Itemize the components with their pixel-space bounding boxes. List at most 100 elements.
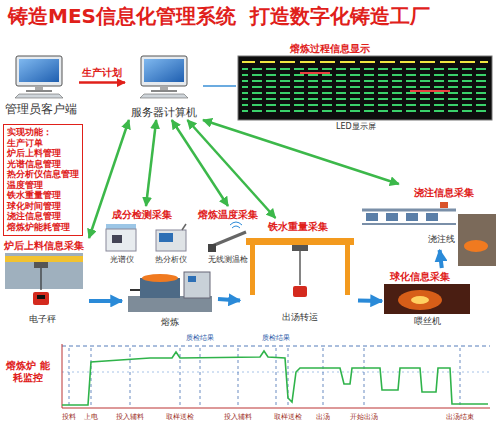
computer-label: 服务器计算机 (131, 106, 197, 119)
temperature-gun-icon (230, 222, 242, 225)
charging-crane (40, 268, 41, 290)
wire-feeder-photo (384, 284, 470, 314)
pouring-line (440, 202, 448, 208)
page-title: 铸造MES信息化管理系统 打造数字化铸造工厂 (8, 4, 430, 28)
wire-feeder-photo (384, 284, 470, 314)
list-item: 热分析仪信息管理 (7, 169, 79, 180)
temperature-gun-icon (208, 244, 216, 252)
furnace-node: 熔炼 (122, 268, 218, 330)
equipment-label: 出汤转运 (282, 312, 318, 323)
computer-icon (16, 56, 62, 86)
energy-chart (364, 348, 365, 407)
equipment-label: 热分析仪 (155, 255, 187, 265)
screen-label: LED显示屏 (336, 122, 376, 132)
event-label: 投入辅料 (116, 413, 144, 421)
thermal-analyzer-icon (182, 224, 186, 230)
charging-crane (5, 253, 83, 289)
pouring-line (366, 213, 378, 221)
led-screen (238, 56, 492, 120)
tapping-crane (246, 238, 354, 297)
data-arrow (89, 120, 129, 238)
thermal-analyzer-icon (156, 230, 186, 251)
instrument-node: 无线测温枪 (200, 222, 256, 266)
list-item: 球化时间管理 (7, 201, 79, 212)
flow-arrow (218, 299, 240, 301)
list-item: 浇注信息管理 (7, 211, 79, 222)
instrument-node: 热分析仪 (148, 222, 194, 266)
data-arrow (146, 120, 156, 206)
energy-chart (62, 344, 63, 408)
edge-label: 生产计划 (82, 67, 122, 79)
temperature-gun-icon (212, 232, 246, 246)
flow-arrow (440, 250, 442, 268)
station-group: 炉后上料信息采集电子秤 (3, 238, 89, 328)
tapping-crane (292, 245, 308, 251)
flow-arrow (89, 299, 122, 303)
energy-chart (130, 348, 131, 407)
pouring-line (362, 209, 456, 212)
furnace (188, 276, 196, 282)
computer-icon (19, 59, 59, 82)
list-item: 生产订单 (7, 138, 79, 149)
station-heading: 球化信息采集 (390, 271, 450, 283)
spectrometer-icon (112, 235, 122, 243)
energy-chart (62, 346, 490, 347)
computer-icon (140, 94, 188, 98)
list-item: 温度管理 (7, 180, 79, 191)
station-group: 浇注信息采集浇注线 (358, 184, 494, 250)
energy-chart (69, 348, 460, 407)
event-label: 上电 (84, 413, 98, 421)
computer-node: 服务器计算机 (125, 52, 203, 120)
station-group: 铁水重量采集出汤转运 (240, 218, 358, 328)
spectrometer-icon (106, 229, 136, 251)
temperature-gun-icon (208, 222, 246, 252)
tapping-crane (246, 238, 354, 245)
event-label: 质检结果 (262, 334, 290, 342)
tapping-crane (345, 245, 350, 295)
computer-icon (141, 56, 187, 86)
temperature-gun-icon (232, 226, 240, 228)
furnace (128, 272, 212, 312)
pouring-line (406, 213, 418, 221)
led-screen (410, 90, 450, 92)
station-heading: 成分检测采集 (112, 209, 172, 221)
event-label: 质检结果 (186, 334, 214, 342)
computer-icon (26, 90, 52, 92)
station-group: 球化信息采集喂丝机 (382, 268, 474, 328)
event-label: 取样送检 (274, 413, 302, 421)
charging-crane (5, 253, 83, 305)
event-label: 出汤 (316, 413, 330, 421)
thermal-analyzer-icon (159, 233, 173, 242)
chart-title: 熔炼炉 能耗监控 (4, 360, 52, 384)
thermal-analyzer-icon (156, 224, 186, 251)
computer-icon (15, 94, 63, 98)
event-label: 取样送检 (166, 413, 194, 421)
tapping-crane (293, 286, 307, 297)
energy-chart (62, 351, 488, 405)
event-label: 投料 (62, 413, 76, 421)
computer-icon (35, 86, 43, 90)
computer-node: 管理员客户端 (3, 52, 79, 120)
charging-crane (37, 295, 45, 299)
list-item: 熔炼炉能耗管理 (7, 222, 79, 233)
energy-chart (200, 348, 201, 407)
event-label: 开始出汤 (350, 413, 378, 421)
computer-icon (140, 56, 188, 98)
event-label: 出汤结束 (446, 413, 474, 421)
list-item: 铁水重量管理 (7, 190, 79, 201)
led-screen (242, 66, 488, 116)
station-heading: 铁水重量采集 (268, 221, 328, 233)
furnace (142, 274, 178, 282)
energy-chart (460, 348, 461, 407)
tapping-crane (250, 245, 255, 295)
led-screen-node: 熔炼过程信息显示LED显示屏 (236, 42, 494, 134)
flow-arrow (358, 299, 382, 304)
station-heading: 炉后上料信息采集 (4, 240, 84, 252)
list-item: 光谱信息管理 (7, 159, 79, 170)
pouring-line (362, 223, 456, 225)
equipment-label: 电子秤 (29, 314, 56, 325)
computer-icon (160, 86, 168, 90)
list-heading: 实现功能： (7, 127, 79, 138)
computer-icon (151, 90, 177, 92)
